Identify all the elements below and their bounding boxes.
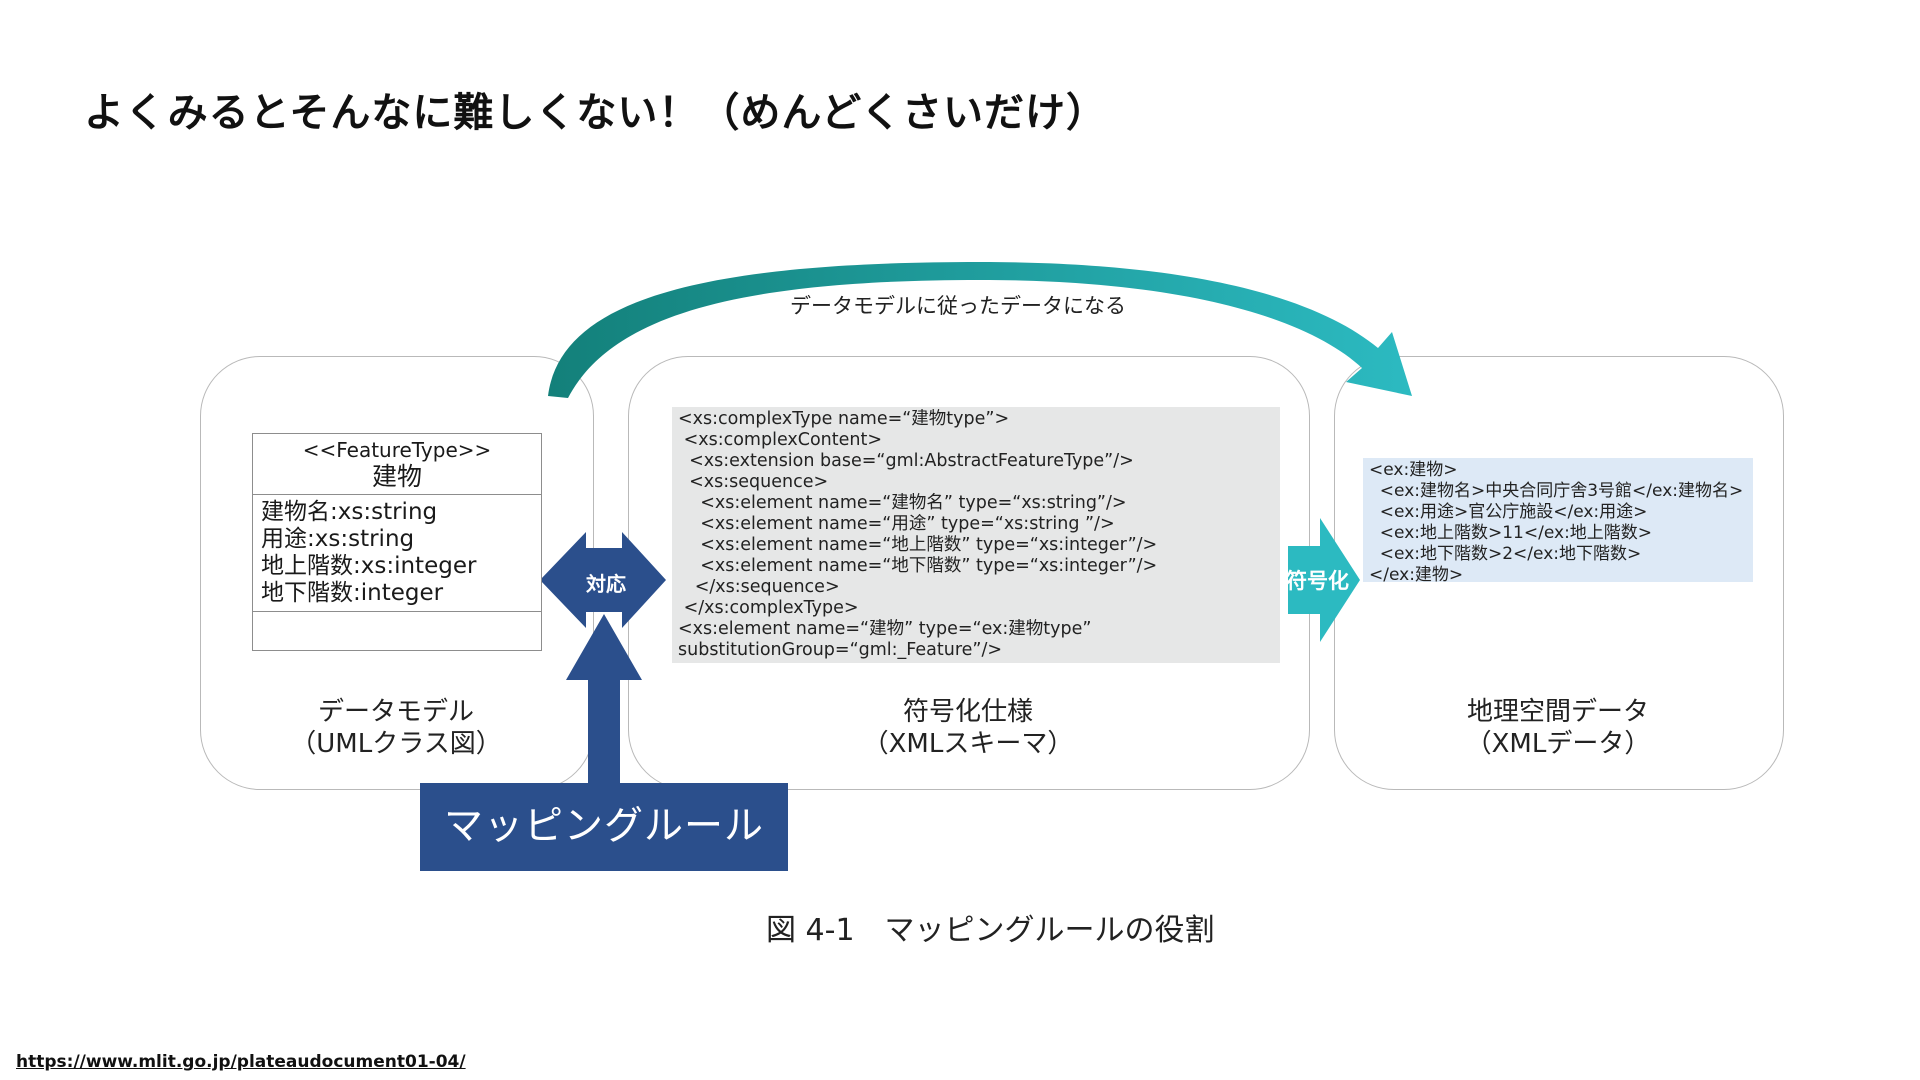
code-line: <xs:element name=“建物” type=“ex:建物type” (678, 619, 1092, 639)
code-line: <xs:element name=“建物名” type=“xs:string”/… (678, 493, 1127, 513)
caption-line: データモデル (317, 697, 474, 727)
arc-arrow (548, 262, 1412, 398)
caption-line: （XMLスキーマ） (862, 729, 1074, 759)
page-title: よくみるとそんなに難しくない！（めんどくさいだけ） (84, 90, 1107, 136)
uml-class-header: <<FeatureType>> 建物 (253, 434, 541, 495)
encoding-spec-caption: 符号化仕様 （XMLスキーマ） (628, 696, 1308, 760)
xml-data-code: <ex:建物> <ex:建物名>中央合同庁舎3号館</ex:建物名> <ex:用… (1363, 458, 1753, 585)
code-line: substitutionGroup=“gml:_Feature”/> (678, 640, 1003, 660)
code-line: </xs:complexType> (678, 598, 859, 618)
uml-attribute: 地下階数:integer (261, 580, 444, 606)
code-line: <ex:地下階数>2</ex:地下階数> (1369, 544, 1642, 564)
uml-class-box: <<FeatureType>> 建物 建物名:xs:string 用途:xs:s… (252, 433, 542, 651)
code-line: <xs:complexType name=“建物type”> (678, 409, 1010, 429)
uml-attribute: 用途:xs:string (261, 526, 415, 552)
code-line: <ex:建物名>中央合同庁舎3号館</ex:建物名> (1369, 481, 1744, 501)
xml-schema-code: <xs:complexType name=“建物type”> <xs:compl… (672, 407, 1280, 663)
caption-line: （XMLデータ） (1465, 729, 1651, 759)
data-model-caption: データモデル （UMLクラス図） (200, 696, 592, 760)
figure-caption: 図 4-1 マッピングルールの役割 (766, 913, 1215, 948)
uml-attribute: 建物名:xs:string (261, 499, 438, 525)
caption-line: 符号化仕様 (902, 697, 1033, 727)
encode-label: 符号化 (1286, 569, 1349, 593)
code-line: <ex:地上階数>11</ex:地上階数> (1369, 523, 1653, 543)
code-line: <xs:element name=“用途” type=“xs:string ”/… (678, 514, 1115, 534)
uml-class-name: 建物 (371, 462, 422, 491)
correspond-arrow (540, 532, 666, 628)
code-line: <ex:用途>官公庁施設</ex:用途> (1369, 502, 1648, 522)
uml-attributes: 建物名:xs:string 用途:xs:string 地上階数:xs:integ… (253, 495, 541, 612)
uml-attribute: 地上階数:xs:integer (261, 553, 477, 579)
mapping-rule-box: マッピングルール (420, 783, 788, 871)
correspond-label: 対応 (586, 572, 626, 596)
code-line: <xs:sequence> (678, 472, 829, 492)
arc-arrow-label: データモデルに従ったデータになる (790, 294, 1126, 318)
code-line: <xs:element name=“地上階数” type=“xs:integer… (678, 535, 1158, 555)
encode-arrow (1288, 518, 1360, 642)
uml-stereotype: <<FeatureType>> (302, 438, 492, 462)
code-line: <xs:complexContent> (678, 430, 883, 450)
source-link[interactable]: https://www.mlit.go.jp/plateaudocument01… (16, 1052, 466, 1072)
code-line: <ex:建物> (1369, 460, 1458, 480)
caption-line: （UMLクラス図） (290, 729, 502, 759)
uml-operations (253, 612, 541, 650)
code-line: </ex:建物> (1369, 565, 1464, 585)
geo-data-caption: 地理空間データ （XMLデータ） (1334, 696, 1782, 760)
code-line: <xs:extension base=“gml:AbstractFeatureT… (678, 451, 1134, 471)
mapping-up-arrow (566, 614, 642, 790)
code-line: <xs:element name=“地下階数” type=“xs:integer… (678, 556, 1158, 576)
caption-line: 地理空間データ (1466, 697, 1649, 727)
code-line: </xs:sequence> (678, 577, 840, 597)
